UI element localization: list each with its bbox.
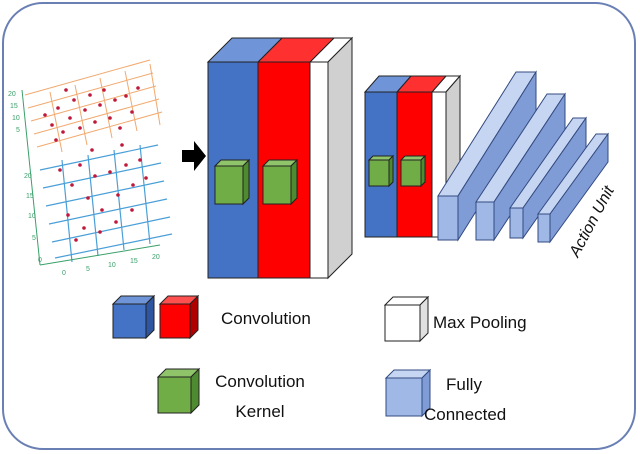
tick-left-lower-1: 15: [26, 193, 34, 200]
legend-convolution-swatches: [111, 294, 200, 340]
tick-left-lower-3: 5: [32, 235, 36, 242]
input-scatter-plot: 20 15 10 5 20 15 10 5 0 0 5 10 15 20: [8, 59, 173, 277]
tick-left-lower-4: 0: [38, 257, 42, 264]
kernel-cube-1a: [213, 158, 251, 206]
right-arrow-icon: [182, 141, 206, 171]
legend-fully-connected-label: Fully Connected: [424, 374, 507, 426]
kernel-cube-2a: [367, 154, 395, 188]
legend-convolution-label: Convolution: [221, 309, 311, 328]
fully-connected-layers: [437, 70, 609, 244]
tick-bottom-0: 0: [62, 270, 66, 277]
legend-fully-connected-swatch: [384, 368, 432, 418]
kernel-cube-1b: [261, 158, 299, 206]
tick-bottom-3: 15: [130, 258, 138, 265]
legend-kernel-label: Convolution Kernel: [214, 371, 306, 423]
tick-left-lower-0: 20: [24, 173, 32, 180]
tick-left-lower-2: 10: [28, 213, 36, 220]
tick-left-upper-3: 5: [16, 127, 20, 134]
tick-left-upper-1: 15: [10, 103, 18, 110]
tick-left-upper-2: 10: [12, 115, 20, 122]
tick-left-upper-0: 20: [8, 91, 16, 98]
kernel-cube-2b: [399, 154, 427, 188]
legend-kernel-label-line2: Kernel: [235, 402, 285, 421]
fc-bar-3: [509, 116, 587, 240]
legend-red-cube: [158, 294, 200, 340]
fc-bar-4: [537, 132, 609, 244]
tick-bottom-2: 10: [108, 262, 116, 269]
fc-bar-1: [437, 70, 537, 242]
legend-max-pooling-label: Max Pooling: [433, 313, 527, 332]
conv-block-1: [206, 36, 354, 280]
legend-kernel-label-line1: Convolution: [215, 372, 305, 391]
legend-max-pooling-swatch: [383, 295, 430, 343]
legend-kernel-swatch: [156, 367, 201, 415]
tick-bottom-4: 20: [152, 254, 160, 261]
fc-bar-2: [475, 92, 566, 242]
legend-fully-label-line2: Connected: [424, 405, 507, 424]
legend-blue-cube: [111, 294, 156, 340]
legend-fully-label-line1: Fully: [446, 375, 482, 394]
tick-bottom-1: 5: [86, 266, 90, 273]
